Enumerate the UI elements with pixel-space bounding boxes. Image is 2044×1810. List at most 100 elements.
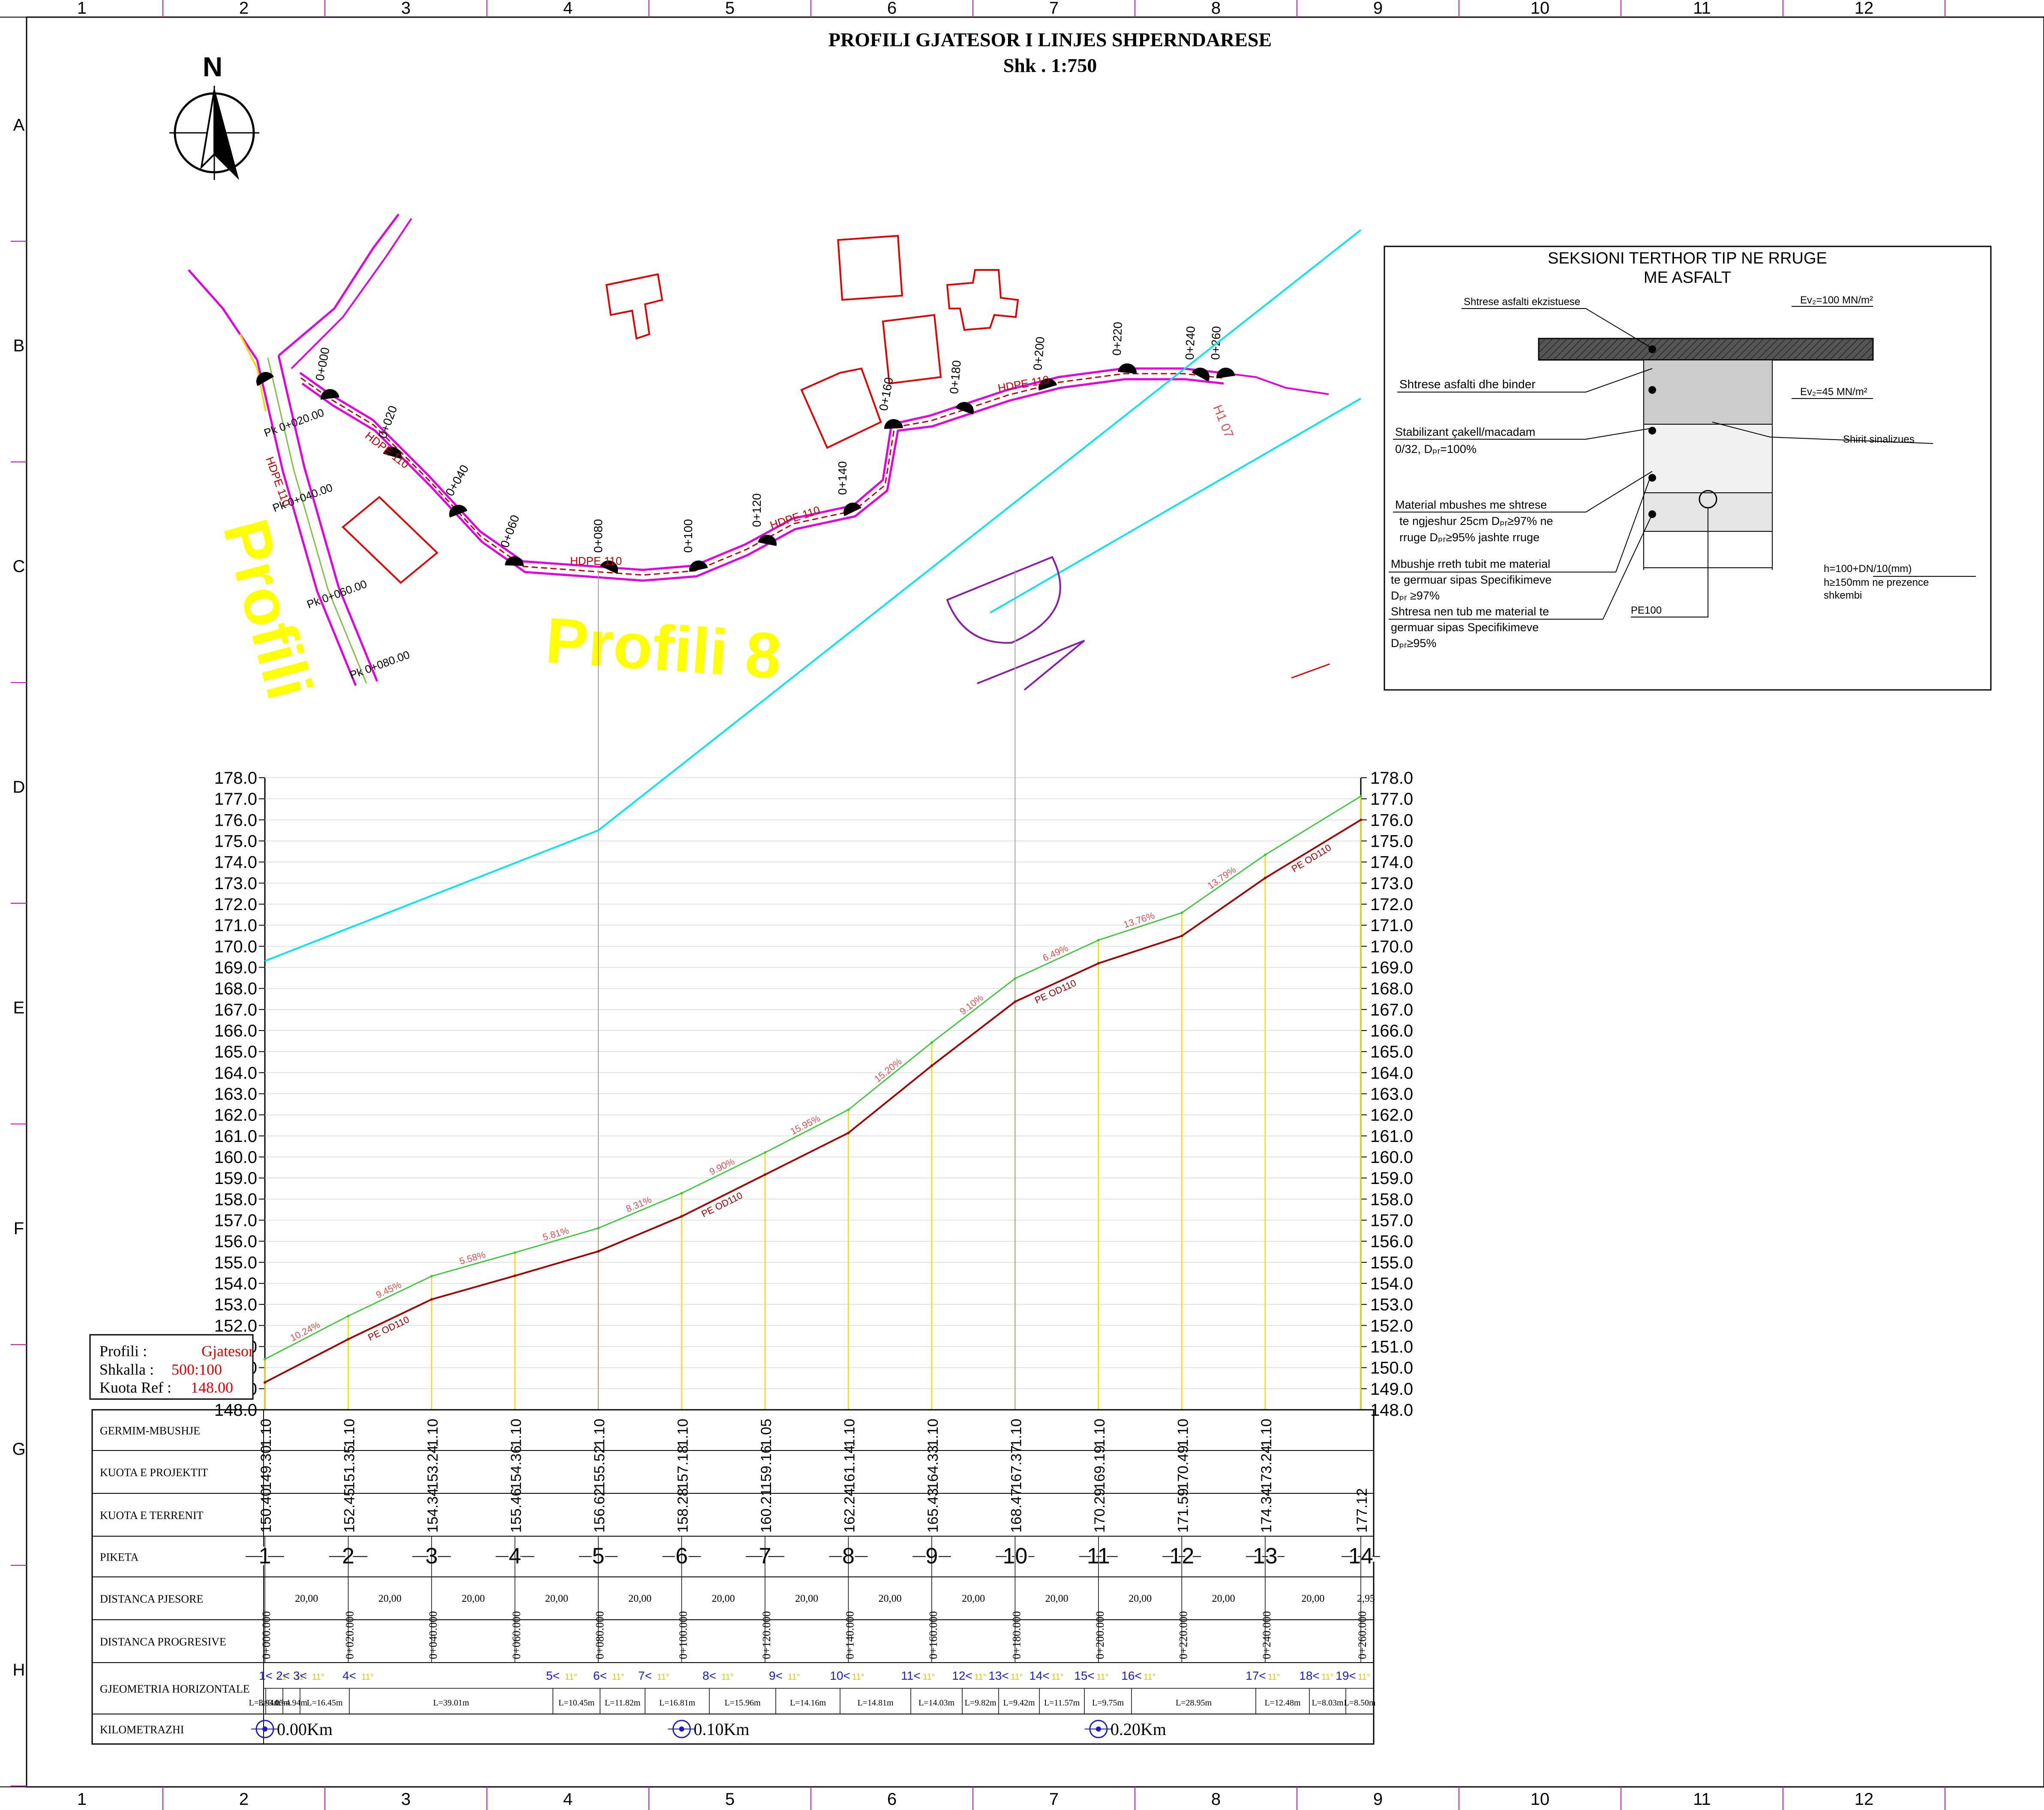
geo-node: 1< [259,1669,273,1682]
plan-chainage: 0+240 [1183,326,1198,360]
grid-col-label: 8 [1211,1790,1221,1809]
geo-length: L=8.50m [1344,1698,1375,1708]
kuota-projekt-value: 169.19 [1092,1445,1108,1490]
y-tick-label-left: 178.0 [214,769,257,788]
y-tick-label-right: 149.0 [1370,1380,1413,1399]
germim-value: 1.10 [841,1419,858,1447]
plan-chainage: 0+100 [681,519,695,553]
table-row-label: KUOTA E TERRENIT [100,1509,204,1522]
terrain-point [847,1108,850,1111]
grid-col-label: 4 [563,1790,573,1809]
grid-col-label: 6 [887,0,897,18]
pipe-od-label: PE OD110 [1033,977,1078,1006]
dist-pjesore-value: 20,00 [545,1593,568,1604]
y-tick-label-right: 154.0 [1370,1274,1413,1293]
section-note: Dₚᵣ ≥97% [1391,589,1440,602]
section-title-1: SEKSIONI TERTHOR TIP NE RRUGE [1548,249,1827,267]
plan-chainage: 0+080 [591,519,605,553]
y-tick-label-right: 172.0 [1370,895,1413,914]
north-arrow-icon: N [169,51,259,180]
y-tick-label-left: 159.0 [214,1169,257,1188]
pipe-od-label: PE OD110 [366,1314,411,1343]
terrain-point [430,1275,433,1278]
dist-progresive-value: 0+160.000 [927,1611,939,1659]
chart-series [264,229,1362,1384]
grid-col-label: 1 [77,0,87,18]
terrain-point [1264,853,1267,856]
geo-angle: 11° [974,1672,987,1682]
grid-row-label: C [13,557,25,576]
dist-progresive-value: 0+080.000 [594,1611,606,1659]
plan-chainage: 0+040 [443,462,471,498]
y-tick-label-left: 161.0 [214,1127,257,1146]
kuota-projekt-value: 161.14 [841,1445,858,1490]
geo-length: L=11.82m [605,1698,641,1708]
kuota-terren-value: 160.21 [758,1488,774,1533]
geo-angle: 11° [1144,1672,1156,1682]
grid-col-label: 5 [725,1790,735,1809]
grid-col-label: 7 [1049,1790,1059,1809]
dist-pjesore-value: 20,00 [295,1593,318,1604]
geo-length: L=11.57m [1044,1698,1080,1708]
grid-col-label: 8 [1211,0,1221,18]
y-tick-label-right: 158.0 [1370,1190,1413,1209]
dist-pjesore-value: 20,00 [795,1593,818,1604]
pipe-label: HDPE 110 [768,503,822,532]
pipe-point [1097,962,1100,965]
grid-col-label: 9 [1373,0,1383,18]
km-label: 0.10Km [693,1720,749,1739]
station-marker-icon [758,535,777,546]
geo-node: 16< [1121,1669,1142,1682]
table-row-label: KUOTA E PROJEKTIT [100,1466,208,1479]
pipe-point [763,1173,766,1176]
geo-angle: 11° [1358,1672,1370,1682]
station-marker-icon [955,402,974,415]
terrain-point [597,1227,600,1230]
y-tick-label-left: 154.0 [214,1274,257,1293]
pipe-od-label: PE OD110 [1290,842,1333,874]
chart-gridlines [259,777,1367,1410]
plan-chainage: 0+020 [376,404,400,441]
geo-node: 2< [276,1669,290,1682]
section-right-note: h≥150mm ne prezence [1824,577,1929,588]
y-tick-label-right: 163.0 [1370,1085,1413,1104]
geo-angle: 11° [295,1672,307,1682]
legend-shkalla-key: Shkalla : [99,1361,154,1378]
plan-chainage: 0+140 [836,461,849,495]
y-tick-label-right: 152.0 [1370,1316,1413,1335]
dist-progresive-value: 0+000.000 [260,1611,273,1659]
profile-legend: Profili : Gjatesor Shkalla : 500:100 Kuo… [89,1334,254,1400]
y-tick-label-right: 155.0 [1370,1253,1413,1272]
grid-col-label: 5 [725,0,735,18]
dist-progresive-value: 0+200.000 [1094,1611,1106,1659]
section-note: Dₚᵣ≥95% [1391,637,1436,650]
geo-node: 9< [769,1669,783,1682]
y-tick-label-left: 176.0 [214,811,257,830]
kuota-terren-value: 168.47 [1008,1488,1024,1533]
y-tick-label-left: 155.0 [214,1253,257,1272]
station-marker-icon [1039,378,1057,391]
geo-angle: 11° [1051,1672,1064,1682]
y-tick-label-left: 165.0 [214,1043,257,1061]
grid-col-label: 9 [1373,1790,1383,1809]
y-tick-label-left: 156.0 [214,1232,257,1251]
geo-angle: 11° [1268,1672,1280,1682]
legend-profili-key: Profili : [99,1343,147,1360]
dist-progresive-value: 0+240.000 [1261,1611,1273,1659]
kuota-projekt-value: 153.24 [425,1445,441,1490]
chart-station-lines [264,570,1362,1410]
profile-8-label: Profili 8 [543,604,784,692]
grid-col-label: 2 [239,1790,249,1809]
y-tick-label-right: 178.0 [1370,769,1413,788]
geo-length: L=14.81m [857,1698,893,1708]
y-tick-label-left: 152.0 [214,1316,257,1335]
section-note: Mbushje rreth tubit me material [1391,557,1550,570]
geo-node: 5< [546,1669,560,1682]
grid-col-label: 10 [1531,0,1550,18]
section-note: Stabilizant çakell/macadam [1395,426,1535,438]
dist-progresive-value: 0+100.000 [677,1611,689,1659]
geo-angle: 11° [721,1672,734,1682]
kuota-projekt-value: 151.35 [341,1445,357,1490]
